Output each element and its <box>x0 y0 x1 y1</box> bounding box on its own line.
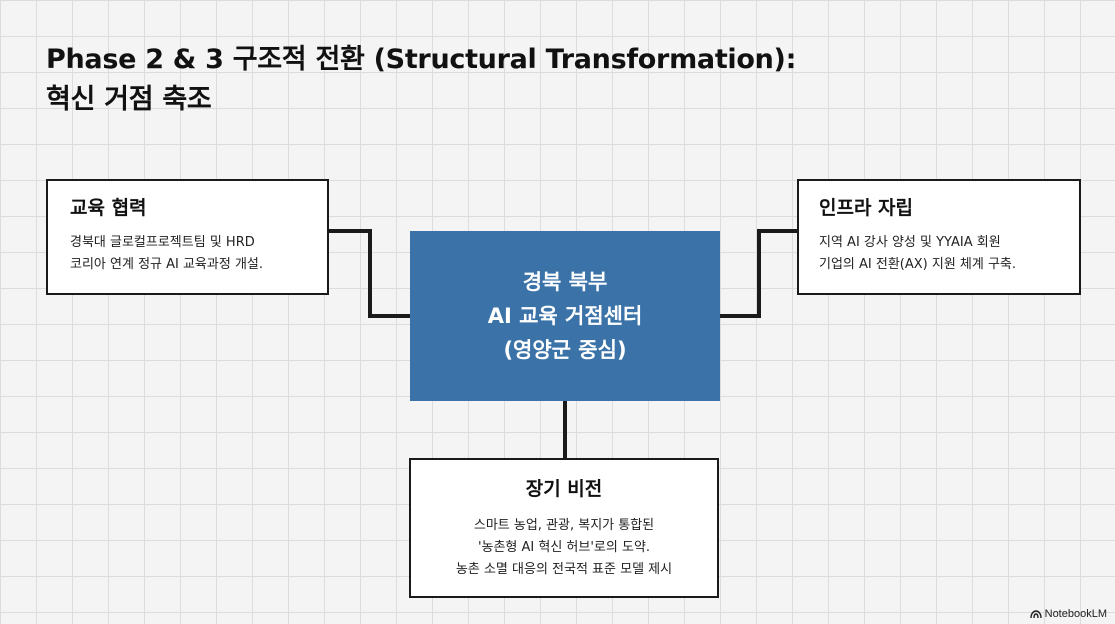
infrastructure-heading: 인프라 자립 <box>819 197 914 219</box>
education-line-1: 경북대 글로컬프로젝트팀 및 HRD <box>70 235 255 250</box>
title-line-1: Phase 2 & 3 구조적 전환 (Structural Transform… <box>46 44 797 75</box>
vision-heading: 장기 비전 <box>525 478 603 500</box>
vision-line-1: 스마트 농업, 관광, 복지가 통합된 <box>473 518 655 533</box>
infrastructure-box: 인프라 자립 지역 AI 강사 양성 및 YYAIA 회원 기업의 AI 전환(… <box>797 179 1081 295</box>
vision-line-2: '농촌형 AI 혁신 허브'로의 도약. <box>477 540 651 555</box>
vision-box: 장기 비전 스마트 농업, 관광, 복지가 통합된 '농촌형 AI 혁신 허브'… <box>409 458 719 598</box>
education-box: 교육 협력 경북대 글로컬프로젝트팀 및 HRD 코리아 연계 정규 AI 교육… <box>46 179 329 295</box>
education-description: 경북대 글로컬프로젝트팀 및 HRD 코리아 연계 정규 AI 교육과정 개설. <box>70 232 305 276</box>
education-heading: 교육 협력 <box>70 197 147 219</box>
notebooklm-logo-icon <box>1029 610 1042 619</box>
center-line-2: AI 교육 거점센터 <box>487 304 643 328</box>
vision-line-3: 농촌 소멸 대응의 전국적 표준 모델 제시 <box>455 562 673 577</box>
infrastructure-description: 지역 AI 강사 양성 및 YYAIA 회원 기업의 AI 전환(AX) 지원 … <box>819 232 1059 276</box>
center-line-3: (영양군 중심) <box>503 338 627 362</box>
infrastructure-line-2: 기업의 AI 전환(AX) 지원 체계 구축. <box>819 257 1017 272</box>
page-title: Phase 2 & 3 구조적 전환 (Structural Transform… <box>46 40 796 120</box>
vision-description: 스마트 농업, 관광, 복지가 통합된 '농촌형 AI 혁신 허브'로의 도약.… <box>425 515 703 581</box>
footer-brand: NotebookLM <box>1029 608 1107 620</box>
connector-infrastructure <box>720 229 797 318</box>
center-hub-box: 경북 북부 AI 교육 거점센터 (영양군 중심) <box>410 231 720 401</box>
center-line-1: 경북 북부 <box>522 270 608 294</box>
title-line-2: 혁신 거점 축조 <box>46 84 212 115</box>
education-line-2: 코리아 연계 정규 AI 교육과정 개설. <box>70 257 264 272</box>
connector-education <box>329 229 410 318</box>
infrastructure-line-1: 지역 AI 강사 양성 및 YYAIA 회원 <box>819 235 1001 250</box>
footer-brand-label: NotebookLM <box>1044 608 1107 620</box>
